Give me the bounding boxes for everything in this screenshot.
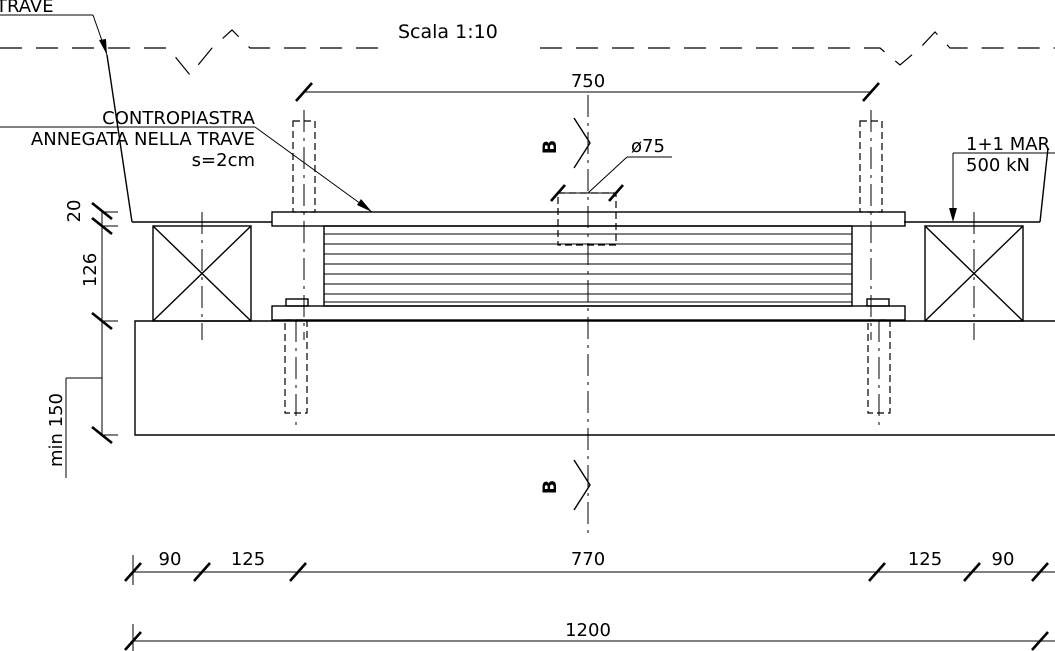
svg-text:B: B (539, 480, 561, 494)
pedestal (134, 320, 1055, 436)
dim-overall: 1200 (124, 620, 1055, 651)
dim-150-label: min 150 (46, 393, 67, 467)
jack-label-line1: 1+1 MAR (966, 134, 1050, 155)
dim-90-right: 90 (992, 549, 1015, 570)
jack-label-line2: 500 kN (966, 155, 1030, 176)
dim-125-left: 125 (231, 549, 265, 570)
bottom-anchor-bolts (284, 319, 891, 425)
bolt-nut-right (866, 298, 890, 307)
bolt-nut-left (285, 298, 309, 307)
dim-125-right: 125 (908, 549, 942, 570)
dim-770: 770 (571, 549, 605, 570)
trave-label: TRAVE (0, 0, 54, 17)
dim-1200-label: 1200 (565, 620, 611, 641)
scale-title: Scala 1:10 (398, 21, 498, 43)
top-anchor-bolts (292, 110, 883, 340)
diameter-label: ø75 (631, 136, 665, 157)
dim-vertical: 20 126 min 150 (46, 200, 118, 478)
dim-top-750: 750 (295, 71, 880, 102)
jack-leader: 1+1 MAR 500 kN (949, 134, 1055, 222)
dim-bottom-row: 90 125 770 125 90 (124, 549, 1055, 585)
trave-leader: TRAVE (0, 0, 108, 56)
dim-750-label: 750 (571, 71, 605, 92)
jack-box-left (152, 212, 252, 340)
dim-20-label: 20 (64, 200, 85, 223)
contropiastra-leader: CONTROPIASTRA ANNEGATA NELLA TRAVE s=2cm (0, 108, 373, 213)
svg-text:B: B (539, 140, 561, 154)
contropiastra-line1: CONTROPIASTRA (102, 108, 256, 129)
beam-outline (0, 29, 1055, 223)
dim-pin-diameter: ø75 (550, 136, 672, 202)
dim-90-left: 90 (159, 549, 182, 570)
section-mark-top: B (539, 117, 591, 169)
central-pin (557, 192, 617, 246)
section-mark-bottom: B (539, 459, 591, 511)
dim-126-label: 126 (80, 253, 101, 287)
contropiastra-line2: ANNEGATA NELLA TRAVE (31, 129, 255, 150)
contropiastra-line3: s=2cm (192, 150, 255, 171)
